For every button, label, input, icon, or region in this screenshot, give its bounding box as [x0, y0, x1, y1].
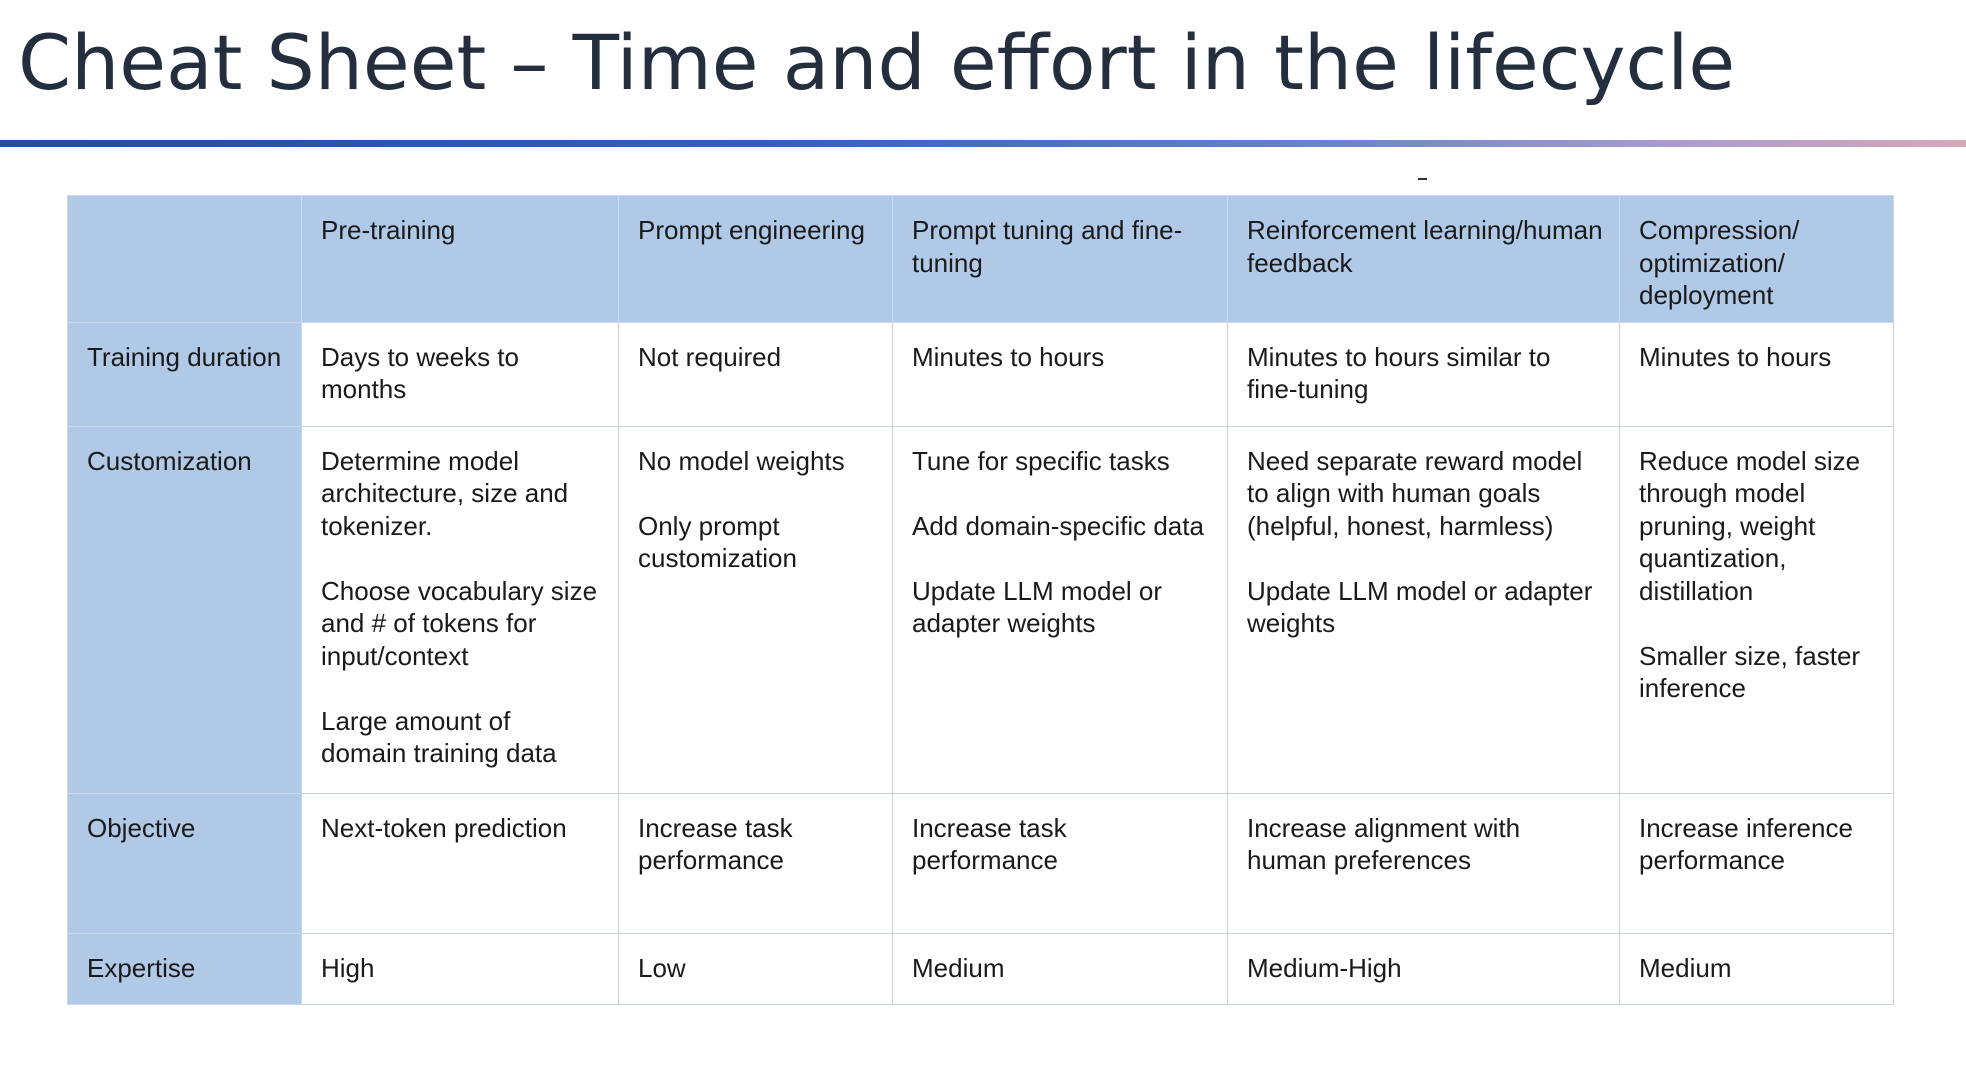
- cell-text: Increase alignment with human preference…: [1247, 812, 1521, 876]
- column-header-prompt-tuning: Prompt tuning and fine-tuning: [892, 195, 1228, 323]
- cell-text: Determine model architecture, size and t…: [321, 445, 569, 541]
- column-header-pre-training: Pre-training: [301, 195, 619, 323]
- table-cell: Need separate reward model to align with…: [1227, 425, 1620, 794]
- cell-text: Smaller size, faster inference: [1639, 640, 1861, 704]
- cell-text: Minutes to hours: [912, 341, 1105, 372]
- row-header-objective: Objective: [67, 792, 302, 934]
- cell-text: Minutes to hours similar to fine-tuning: [1247, 341, 1551, 405]
- title-divider: [0, 140, 1966, 147]
- cell-text: Days to weeks to months: [321, 341, 519, 405]
- cell-text: Choose vocabulary size and # of tokens f…: [321, 575, 598, 671]
- cell-text: Low: [638, 952, 686, 983]
- table-cell: Increase task performance: [892, 792, 1228, 934]
- cheat-sheet-table: Pre-training Prompt engineering Prompt t…: [67, 195, 1894, 1005]
- table-cell: High: [301, 932, 619, 1005]
- cell-text: Medium-High: [1247, 952, 1402, 983]
- corner-cell: [67, 195, 302, 323]
- cell-text: High: [321, 952, 375, 983]
- table-cell: Reduce model size through model pruning,…: [1619, 425, 1894, 794]
- table-cell: Tune for specific tasks Add domain-speci…: [892, 425, 1228, 794]
- stray-mark: [1418, 178, 1427, 180]
- row-header-training-duration: Training duration: [67, 321, 302, 427]
- table-cell: Minutes to hours similar to fine-tuning: [1227, 321, 1620, 427]
- table-cell: Low: [618, 932, 893, 1005]
- column-header-compression: Compression/ optimization/ deployment: [1619, 195, 1894, 323]
- cell-text: Add domain-specific data: [912, 510, 1204, 541]
- cell-text: Medium: [912, 952, 1005, 983]
- table-cell: Increase inference performance: [1619, 792, 1894, 934]
- table-cell: Medium: [892, 932, 1228, 1005]
- header-row: Pre-training Prompt engineering Prompt t…: [67, 195, 1894, 323]
- cell-text: Update LLM model or adapter weights: [912, 575, 1163, 639]
- row-header-customization: Customization: [67, 425, 302, 794]
- row-header-expertise: Expertise: [67, 932, 302, 1005]
- cell-text: Medium: [1639, 952, 1732, 983]
- cell-text: Only prompt customization: [638, 510, 797, 574]
- table-cell: Next-token prediction: [301, 792, 619, 934]
- table-row-customization: Customization Determine model architectu…: [67, 425, 1894, 794]
- cell-text: Increase task performance: [638, 812, 793, 876]
- cell-text: Update LLM model or adapter weights: [1247, 575, 1593, 639]
- table-cell: Increase alignment with human preference…: [1227, 792, 1620, 934]
- slide-title: Cheat Sheet – Time and effort in the lif…: [18, 18, 1736, 107]
- column-header-prompt-engineering: Prompt engineering: [618, 195, 893, 323]
- cell-text: Reduce model size through model pruning,…: [1639, 445, 1861, 606]
- cell-text: Large amount of domain training data: [321, 705, 557, 769]
- table-cell: Determine model architecture, size and t…: [301, 425, 619, 794]
- table-cell: Minutes to hours: [892, 321, 1228, 427]
- cell-text: Tune for specific tasks: [912, 445, 1170, 476]
- table-cell: Days to weeks to months: [301, 321, 619, 427]
- table-cell: Not required: [618, 321, 893, 427]
- cell-text: Increase inference performance: [1639, 812, 1853, 876]
- table-row-expertise: Expertise High Low Medium Medium-High Me…: [67, 932, 1894, 1005]
- cell-text: Increase task performance: [912, 812, 1067, 876]
- column-header-rlhf: Reinforcement learning/human feedback: [1227, 195, 1620, 323]
- table-cell: Increase task performance: [618, 792, 893, 934]
- cell-text: Need separate reward model to align with…: [1247, 445, 1583, 541]
- cell-text: Minutes to hours: [1639, 341, 1832, 372]
- table-cell: Minutes to hours: [1619, 321, 1894, 427]
- table-row-training-duration: Training duration Days to weeks to month…: [67, 321, 1894, 427]
- table-cell: Medium-High: [1227, 932, 1620, 1005]
- table-cell: Medium: [1619, 932, 1894, 1005]
- table-row-objective: Objective Next-token prediction Increase…: [67, 792, 1894, 934]
- cell-text: Next-token prediction: [321, 812, 567, 843]
- cell-text: Not required: [638, 341, 782, 372]
- cell-text: No model weights: [638, 445, 845, 476]
- table-cell: No model weights Only prompt customizati…: [618, 425, 893, 794]
